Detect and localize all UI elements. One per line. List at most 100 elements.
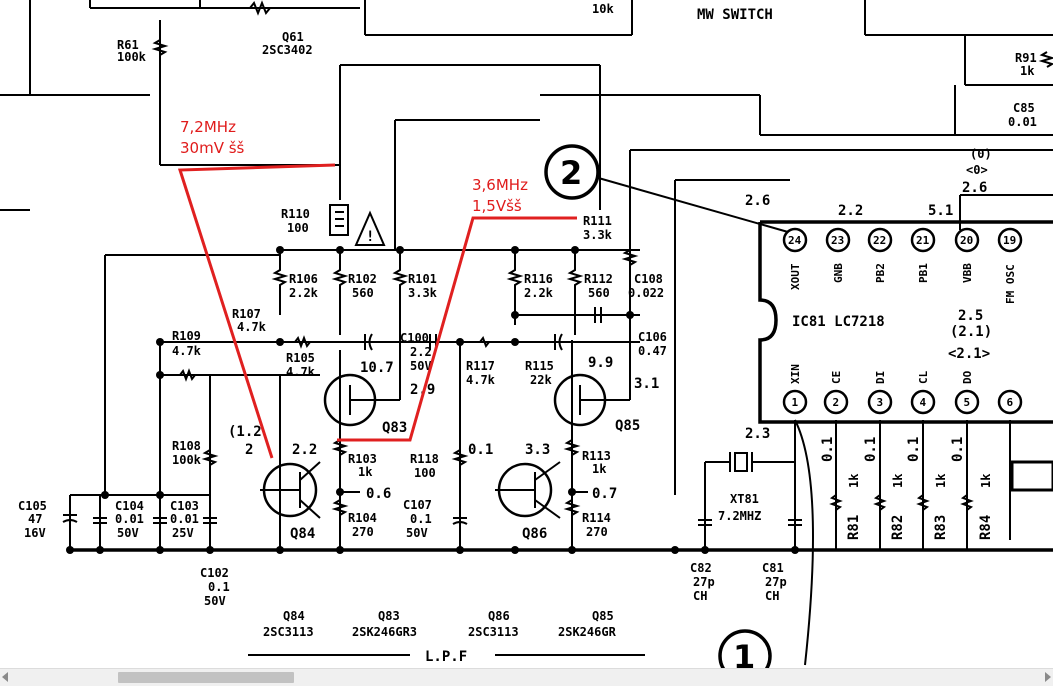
r118-label: R118 (410, 452, 439, 466)
bottom-pin-5 (997, 389, 1023, 415)
c85-label: C85 (1013, 101, 1035, 115)
transistor-q84: (1.2 2 2.2 Q84 (228, 375, 321, 550)
svg-text:!: ! (366, 229, 374, 245)
annotation-2-line1: 3,6MHz (472, 176, 528, 194)
c104-a: 0.01 (115, 512, 144, 526)
c85-value: 0.01 (1008, 115, 1037, 129)
v-pin21-a: 2.5 (958, 308, 983, 324)
r101-label: R101 (408, 272, 437, 286)
mw-switch-label: MW SWITCH (697, 7, 773, 23)
bottom-pin-label-3: CL (917, 370, 930, 384)
r107-label: R107 (232, 307, 261, 321)
c107-a: 0.1 (410, 512, 432, 526)
r116-value: 2.2k (524, 286, 554, 300)
c103-a: 0.01 (170, 512, 199, 526)
v-pin2: 0.1 (820, 437, 836, 462)
transistor-q86: 0.1 3.3 Q86 (468, 442, 561, 542)
r111-label: R111 (583, 214, 612, 228)
bottom-pin-label-2: DI (874, 371, 887, 384)
r114-label: R114 (582, 511, 611, 525)
v2-2: 2.2 (292, 442, 317, 458)
r104-label: R104 (348, 511, 377, 525)
q84-label: Q84 (290, 526, 315, 542)
v-pin4: 0.1 (906, 437, 922, 462)
r113-label: R113 (582, 449, 611, 463)
scroll-right-arrow-icon[interactable] (1045, 672, 1051, 682)
v0-7: 0.7 (592, 486, 617, 502)
r91-value: 1k (1020, 64, 1035, 78)
legend-q85: Q85 (592, 609, 614, 623)
r102-label: R102 (348, 272, 377, 286)
c105-a: 47 (28, 512, 42, 526)
top-pin-2 (867, 227, 893, 253)
horizontal-scrollbar[interactable] (0, 668, 1053, 686)
v-pin22: 2.2 (838, 203, 863, 219)
v-pin20-b: <0> (966, 163, 988, 177)
transistor-q85: 9.9 3.1 Q85 (553, 340, 659, 550)
top-pin-label-4: VBB (961, 263, 974, 283)
scrollbar-thumb[interactable] (118, 672, 294, 683)
xt81-freq: 7.2MHZ (718, 509, 761, 523)
annotation-1-line2: 30mV šš (180, 139, 245, 157)
top-pin-number-3: 21 (916, 234, 930, 247)
legend-q85-part: 2SK246GR (558, 625, 617, 639)
top-pin-label-5: FM OSC (1004, 264, 1017, 304)
legend-q83: Q83 (378, 609, 400, 623)
v-pin21: 5.1 (928, 203, 953, 219)
r112-value: 560 (588, 286, 610, 300)
c104-label: C104 (115, 499, 144, 513)
r105-label: R105 (286, 351, 315, 365)
top-pin-number-5: 19 (1003, 234, 1016, 247)
legend-q86-part: 2SC3113 (468, 625, 519, 639)
c107-label: C107 (403, 498, 432, 512)
c103-b: 25V (172, 526, 194, 540)
bottom-pin-number-5: 6 (1007, 396, 1014, 409)
scroll-left-arrow-icon[interactable] (2, 672, 8, 682)
bottom-pin-number-4: 5 (964, 396, 971, 409)
q61-label: Q61 (282, 30, 304, 44)
r114-value: 270 (586, 525, 608, 539)
bottom-pin-0 (782, 389, 808, 415)
r106-label: R106 (289, 272, 318, 286)
legend-lpf: L.P.F (425, 649, 467, 665)
r-10k-label: 10k (592, 2, 614, 16)
ic81-chip: IC81 LC7218 (758, 220, 1053, 424)
annotation-2-line2: 1,5Všš (472, 197, 522, 215)
top-pin-number-4: 20 (960, 234, 973, 247)
red-annotations: 7,2MHz 30mV šš 3,6MHz 1,5Všš (177, 118, 577, 459)
r103-label: R103 (348, 452, 377, 466)
c103-label: C103 (170, 499, 199, 513)
marker-1: 1 (718, 629, 772, 668)
annotation-1-line1: 7,2MHz (180, 118, 236, 136)
marker-1-text: 1 (733, 638, 755, 668)
r117-value: 4.7k (466, 373, 496, 387)
v-pin3: 0.1 (863, 437, 879, 462)
r101-value: 3.3k (408, 286, 438, 300)
v-pin1: 2.3 (745, 426, 770, 442)
c100-b: 50V (410, 359, 432, 373)
r83-value: 1k (934, 473, 948, 488)
c81-label: C81 (762, 561, 784, 575)
top-pin-label-2: PB2 (874, 263, 887, 283)
parts-legend: Q84 2SC3113 Q83 2SK246GR3 Q86 2SC3113 Q8… (248, 609, 645, 665)
c100-a: 2.2 (410, 345, 432, 359)
c82-label: C82 (690, 561, 712, 575)
v10-7: 10.7 (360, 360, 394, 376)
r109-value: 4.7k (172, 344, 202, 358)
top-pin-0 (782, 227, 808, 253)
bottom-pin-number-0: 1 (792, 396, 799, 409)
legend-q84-part: 2SC3113 (263, 625, 314, 639)
c102-a: 0.1 (208, 580, 230, 594)
top-pin-number-0: 24 (788, 234, 802, 247)
r105-value: 4.7k (286, 365, 316, 379)
r84-label: R84 (978, 515, 994, 540)
q61-part: 2SC3402 (262, 43, 313, 57)
ic-wiring: R81 1k R82 1k R83 1k R84 1k (594, 176, 1053, 550)
middle-network: R107 4.7k R109 4.7k R105 4.7k C100 2.2 5… (159, 307, 667, 550)
c82-b: CH (693, 589, 707, 603)
c105-label: C105 (18, 499, 47, 513)
top-pin-1 (825, 227, 851, 253)
v-pin20-c: 2.6 (962, 180, 987, 196)
r83-label: R83 (933, 515, 949, 540)
